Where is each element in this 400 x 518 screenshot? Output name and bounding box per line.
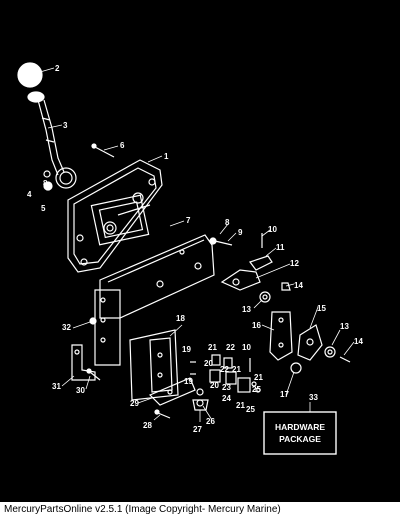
callout-22: 22 xyxy=(226,343,235,352)
callout-4: 4 xyxy=(27,190,32,199)
callout-21: 21 xyxy=(208,343,217,352)
callout-13b: 13 xyxy=(340,322,349,331)
bolt-6 xyxy=(91,143,115,158)
bracket-31 xyxy=(71,344,96,381)
link-11 xyxy=(249,233,273,271)
callout-10: 10 xyxy=(268,225,277,234)
washer-13 xyxy=(259,282,291,303)
callout-28: 28 xyxy=(143,421,152,430)
hardware-package-label: HARDWARE PACKAGE xyxy=(275,422,325,444)
callout-33: 33 xyxy=(309,393,318,402)
callout-19b: 19 xyxy=(184,377,193,386)
callout-17: 17 xyxy=(280,390,289,399)
callout-21d: 21 xyxy=(254,373,263,382)
callout-22b: 22 xyxy=(220,365,229,374)
hardware-package-box xyxy=(263,411,337,455)
callout-20b: 20 xyxy=(210,381,219,390)
callout-3: 3 xyxy=(63,121,68,130)
plate-15 xyxy=(297,324,323,361)
callout-1: 1 xyxy=(164,152,169,161)
bracket-29 xyxy=(148,377,196,406)
bracket-18 xyxy=(129,329,179,401)
callout-12: 12 xyxy=(290,259,299,268)
lower-bracket xyxy=(89,289,121,366)
callout-labels: 1 2 3 4 5 6 7 8 8 9 10 10 11 12 13 13 14… xyxy=(27,64,363,434)
switch-hardware xyxy=(190,354,261,411)
callout-26: 26 xyxy=(206,417,215,426)
control-handle xyxy=(17,62,77,191)
hardware-package-line1: HARDWARE xyxy=(275,422,325,432)
leader-lines xyxy=(39,67,355,422)
callout-7: 7 xyxy=(186,216,191,225)
callout-14: 14 xyxy=(294,281,303,290)
callout-2: 2 xyxy=(55,64,60,73)
callout-24: 24 xyxy=(222,394,231,403)
roller-17 xyxy=(290,362,302,374)
callout-21c: 21 xyxy=(236,401,245,410)
callout-10b: 10 xyxy=(242,343,251,352)
callout-23: 23 xyxy=(222,383,231,392)
control-housing xyxy=(67,159,163,273)
callout-5: 5 xyxy=(41,204,46,213)
callout-16: 16 xyxy=(252,321,261,330)
callout-21b: 21 xyxy=(232,365,241,374)
callout-6: 6 xyxy=(120,141,125,150)
exploded-parts-diagram: 1 2 3 4 5 6 7 8 8 9 10 10 11 12 13 13 14… xyxy=(17,62,363,455)
callout-32: 32 xyxy=(62,323,71,332)
callout-18: 18 xyxy=(176,314,185,323)
callout-19: 19 xyxy=(182,345,191,354)
callout-8b: 8 xyxy=(225,218,230,227)
washer-13b xyxy=(324,346,351,363)
callout-31: 31 xyxy=(52,382,61,391)
callout-11: 11 xyxy=(276,243,285,252)
callout-14b: 14 xyxy=(354,337,363,346)
callout-8: 8 xyxy=(43,179,48,188)
callout-30: 30 xyxy=(76,386,85,395)
callout-20: 20 xyxy=(204,359,213,368)
callout-25: 25 xyxy=(252,385,261,394)
hardware-package-line2: PACKAGE xyxy=(279,434,321,444)
callout-13: 13 xyxy=(242,305,251,314)
mounting-plate xyxy=(99,234,215,319)
callout-29: 29 xyxy=(130,399,139,408)
small-screws xyxy=(86,368,171,419)
lever-16 xyxy=(269,311,293,361)
bolt-9 xyxy=(209,237,233,246)
callout-25b: 25 xyxy=(246,405,255,414)
callout-27: 27 xyxy=(193,425,202,434)
callout-15: 15 xyxy=(317,304,326,313)
cam-lever-12 xyxy=(220,269,261,291)
callout-9: 9 xyxy=(238,228,243,237)
diagram-canvas: 1 2 3 4 5 6 7 8 8 9 10 10 11 12 13 13 14… xyxy=(0,0,400,502)
copyright-footer: MercuryPartsOnline v2.5.1 (Image Copyrig… xyxy=(0,502,400,518)
